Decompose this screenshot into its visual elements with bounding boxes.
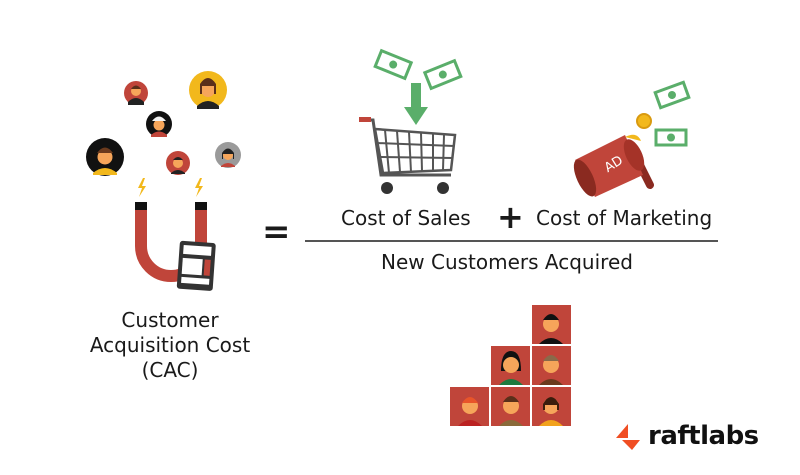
avatar-icon [124, 81, 148, 105]
coin-icon [636, 113, 652, 129]
avatar-icon [458, 397, 482, 426]
money-bill-icon [373, 48, 414, 81]
new-customers-label: New Customers Acquired [381, 250, 633, 274]
cac-line-3: (CAC) [141, 358, 199, 382]
money-bill-icon [654, 128, 688, 147]
cac-label: Customer Acquisition Cost (CAC) [85, 308, 255, 383]
magnet-icon [135, 178, 216, 291]
equals-sign: = [262, 212, 291, 252]
avatar-icon [499, 396, 523, 426]
avatar-icon [539, 355, 563, 385]
raftlabs-logo-icon [616, 424, 640, 450]
avatar-icon [539, 397, 563, 426]
cost-of-marketing-label: Cost of Marketing [536, 206, 713, 230]
plus-sign: + [497, 198, 524, 236]
lightning-icon [138, 178, 203, 197]
shopping-cart-icon [359, 48, 463, 194]
avatar-icon [499, 351, 523, 385]
cac-line-2: Acquisition Cost [89, 333, 251, 357]
megaphone-icon: AD [573, 80, 691, 197]
avatar-icon [539, 314, 563, 344]
avatar-icon [86, 138, 124, 176]
cost-of-sales-label: Cost of Sales [341, 206, 471, 230]
calculator-icon [176, 240, 216, 291]
money-bill-icon [422, 58, 463, 91]
avatar-icon [215, 142, 241, 168]
customer-avatars [86, 71, 241, 176]
customer-grid [450, 305, 571, 426]
avatar-icon [189, 71, 227, 109]
fraction-divider [305, 240, 718, 242]
money-bill-icon [653, 80, 691, 110]
cac-line-1: Customer [121, 308, 219, 332]
avatar-icon [146, 111, 172, 137]
avatar-icon [166, 151, 190, 175]
arrow-down-icon [404, 83, 428, 125]
brand-name: raftlabs [648, 421, 759, 451]
